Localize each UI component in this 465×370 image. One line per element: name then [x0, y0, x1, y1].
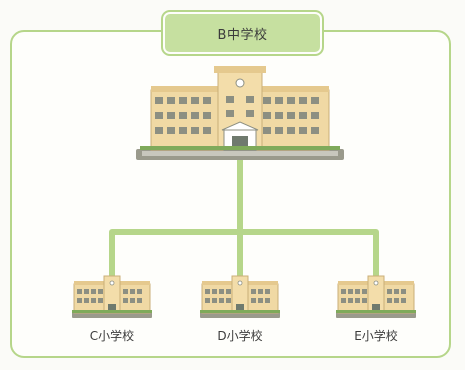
connector-lines — [109, 157, 379, 281]
school-label-d: D小学校 — [217, 329, 263, 343]
middle-school-title: B中学校 — [163, 12, 322, 54]
school-c-icon — [72, 275, 152, 318]
school-label-e: E小学校 — [354, 329, 398, 343]
branch-connector — [109, 229, 379, 281]
school-e-icon — [336, 275, 416, 318]
school-label-c: C小学校 — [89, 329, 135, 343]
elementary-school-buildings — [72, 275, 416, 318]
school-d-icon — [200, 275, 280, 318]
middle-school-building-icon — [136, 66, 344, 160]
